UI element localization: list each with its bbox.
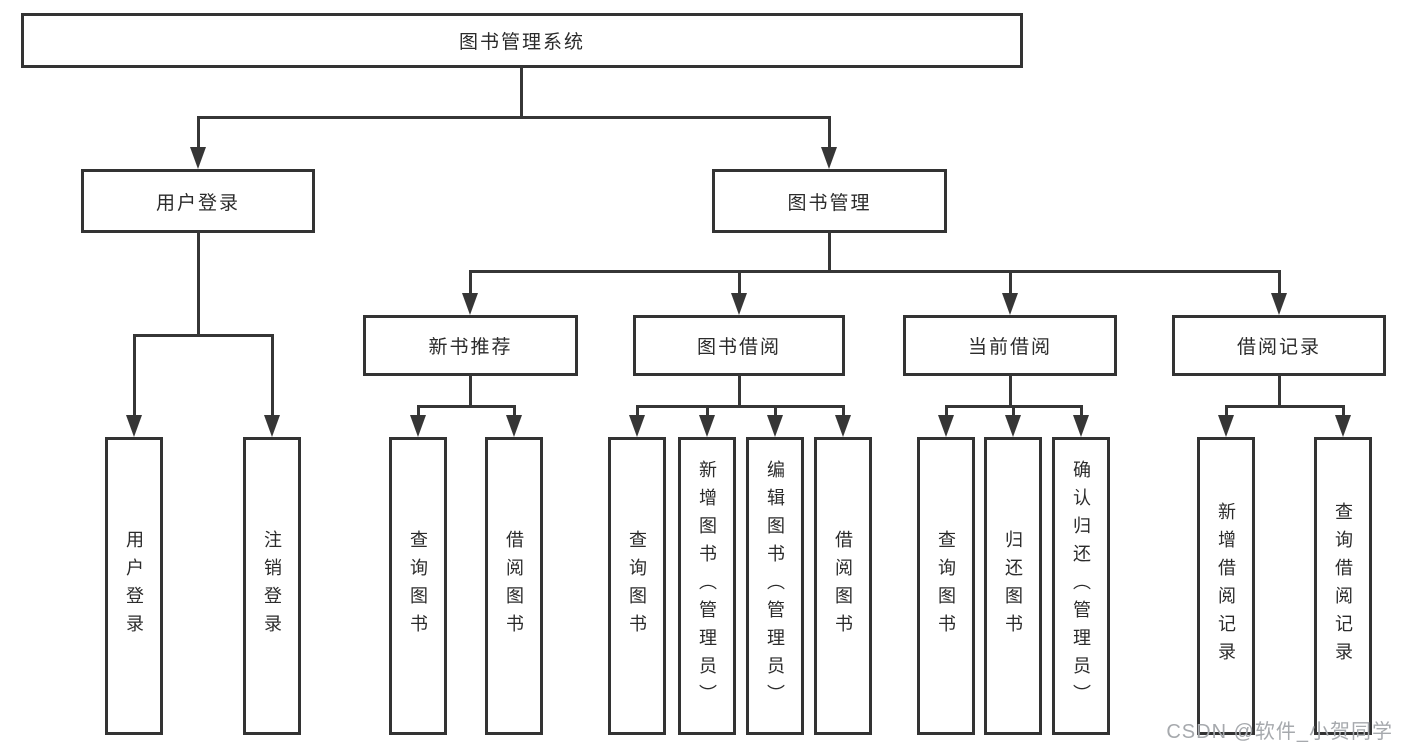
connector-line — [1277, 374, 1281, 408]
connector-line — [773, 406, 777, 419]
arrow-down-icon — [410, 415, 426, 437]
connector-line — [196, 117, 200, 151]
leaf-label: 查询图书 — [936, 530, 956, 642]
leaf-edit-books-admin: 编辑图书（管理员） — [746, 437, 804, 735]
watermark-text: CSDN @软件_小贺同学 — [1166, 721, 1393, 743]
connector-line — [132, 335, 136, 419]
node-label: 借阅记录 — [1236, 337, 1321, 358]
connector-line — [827, 231, 831, 273]
leaf-borrow-books: 借阅图书 — [814, 437, 872, 735]
node-current-borrow: 当前借阅 — [903, 315, 1117, 376]
leaf-label: 注销登录 — [262, 530, 282, 642]
arrow-down-icon — [821, 147, 837, 169]
leaf-label: 归还图书 — [1003, 530, 1023, 642]
arrow-down-icon — [1271, 293, 1287, 315]
connector-line — [1079, 406, 1083, 419]
arrow-down-icon — [1335, 415, 1351, 437]
node-borrow-records: 借阅记录 — [1172, 315, 1386, 376]
connector-line — [827, 117, 831, 151]
connector-line — [512, 406, 516, 419]
arrow-down-icon — [264, 415, 280, 437]
connector-line — [944, 406, 948, 419]
leaf-add-books-admin: 新增图书（管理员） — [678, 437, 736, 735]
arrow-down-icon — [699, 415, 715, 437]
connector-line — [1341, 406, 1345, 419]
connector-line — [1277, 271, 1281, 297]
node-label: 图书管理 — [787, 192, 872, 214]
node-label: 图书管理系统 — [458, 32, 585, 53]
leaf-user-login: 用户登录 — [105, 437, 163, 735]
leaf-label: 确认归还（管理员） — [1071, 460, 1091, 712]
connector-line — [196, 115, 831, 119]
leaf-query-borrow-record: 查询借阅记录 — [1314, 437, 1372, 735]
leaf-label: 用户登录 — [124, 530, 144, 642]
arrow-down-icon — [1073, 415, 1089, 437]
connector-line — [1224, 406, 1228, 419]
connector-line — [635, 406, 639, 419]
connector-line — [737, 374, 741, 408]
connector-line — [468, 374, 472, 408]
arrow-down-icon — [1002, 293, 1018, 315]
node-library-management-system: 图书管理系统 — [21, 13, 1023, 68]
leaf-query-books: 查询图书 — [389, 437, 447, 735]
connector-line — [1008, 374, 1012, 408]
arrow-down-icon — [835, 415, 851, 437]
leaf-query-books: 查询图书 — [608, 437, 666, 735]
connector-line — [841, 406, 845, 419]
node-book-borrow: 图书借阅 — [633, 315, 845, 376]
leaf-label: 编辑图书（管理员） — [765, 460, 785, 712]
leaf-borrow-books: 借阅图书 — [485, 437, 543, 735]
arrow-down-icon — [462, 293, 478, 315]
node-new-book-recommend: 新书推荐 — [363, 315, 578, 376]
connector-line — [519, 66, 523, 119]
connector-line — [270, 335, 274, 419]
connector-line — [468, 271, 472, 297]
connector-line — [468, 269, 1281, 273]
leaf-query-books: 查询图书 — [917, 437, 975, 735]
connector-line — [737, 271, 741, 297]
arrow-down-icon — [731, 293, 747, 315]
leaf-label: 借阅图书 — [504, 530, 524, 642]
connector-line — [1008, 271, 1012, 297]
node-label: 用户登录 — [155, 192, 240, 214]
arrow-down-icon — [190, 147, 206, 169]
connector-line — [132, 333, 274, 337]
leaf-confirm-return-admin: 确认归还（管理员） — [1052, 437, 1110, 735]
node-user-login: 用户登录 — [81, 169, 315, 233]
node-label: 当前借阅 — [967, 337, 1052, 358]
connector-line — [416, 404, 516, 408]
leaf-label: 新增借阅记录 — [1216, 502, 1236, 670]
arrow-down-icon — [938, 415, 954, 437]
node-book-management: 图书管理 — [712, 169, 947, 233]
arrow-down-icon — [767, 415, 783, 437]
arrow-down-icon — [1005, 415, 1021, 437]
leaf-label: 查询借阅记录 — [1333, 502, 1353, 670]
leaf-label: 查询图书 — [627, 530, 647, 642]
connector-line — [416, 406, 420, 419]
connector-line — [705, 406, 709, 419]
leaf-logout: 注销登录 — [243, 437, 301, 735]
connector-line — [1011, 406, 1015, 419]
arrow-down-icon — [506, 415, 522, 437]
connector-line — [635, 404, 845, 408]
node-label: 图书借阅 — [696, 337, 781, 358]
leaf-return-books: 归还图书 — [984, 437, 1042, 735]
leaf-label: 借阅图书 — [833, 530, 853, 642]
leaf-add-borrow-record: 新增借阅记录 — [1197, 437, 1255, 735]
arrow-down-icon — [126, 415, 142, 437]
node-label: 新书推荐 — [428, 337, 513, 358]
arrow-down-icon — [1218, 415, 1234, 437]
connector-line — [1224, 404, 1345, 408]
leaf-label: 查询图书 — [408, 530, 428, 642]
connector-line — [196, 231, 200, 337]
arrow-down-icon — [629, 415, 645, 437]
leaf-label: 新增图书（管理员） — [697, 460, 717, 712]
